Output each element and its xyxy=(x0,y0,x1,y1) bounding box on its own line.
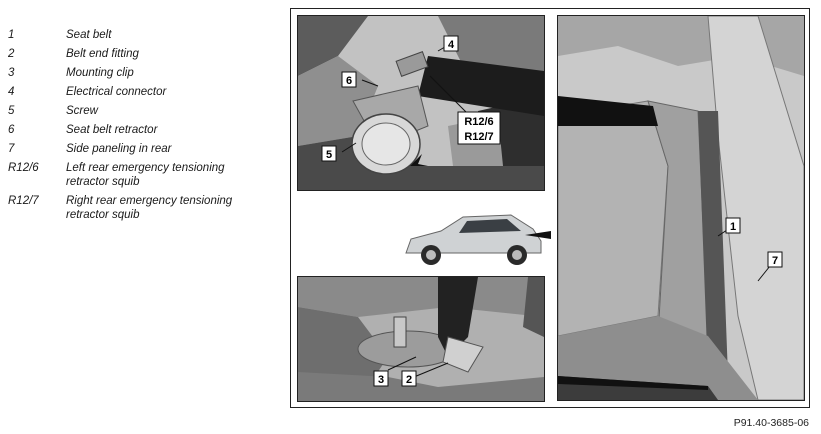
callout-5: 5 xyxy=(326,149,332,161)
callout-7: 7 xyxy=(772,255,778,267)
legend-number: R12/7 xyxy=(8,195,39,207)
legend-number: 1 xyxy=(8,29,15,41)
belt-end-fitting-panel: 3 2 xyxy=(297,276,545,402)
legend-item-6: 6 Seat belt retractor xyxy=(8,123,278,142)
legend-item-5: 5 Screw xyxy=(8,104,278,123)
legend-text: Seat belt xyxy=(66,29,112,41)
legend-item-3: 3 Mounting clip xyxy=(8,66,278,85)
legend-number: 6 xyxy=(8,124,15,136)
legend-item-7: 7 Side paneling in rear xyxy=(8,142,278,161)
legend-number: 7 xyxy=(8,143,15,155)
legend-text: Right rear emergency tensioning retracto… xyxy=(66,195,233,221)
callout-3: 3 xyxy=(378,374,384,386)
vehicle-illustration xyxy=(401,205,551,275)
rear-interior-panel: 1 7 xyxy=(557,15,805,401)
legend-item-2: 2 Belt end fitting xyxy=(8,47,278,66)
legend-number: R12/6 xyxy=(8,162,39,174)
legend-number: 5 xyxy=(8,105,15,117)
legend-text: Screw xyxy=(66,105,98,117)
legend-text: Belt end fitting xyxy=(66,48,139,60)
legend-number: 3 xyxy=(8,67,15,79)
legend-item-r12-6: R12/6 Left rear emergency tensioning ret… xyxy=(8,161,278,194)
legend-list: 1 Seat belt 2 Belt end fitting 3 Mountin… xyxy=(8,28,278,227)
legend-number: 2 xyxy=(8,48,15,60)
callout-1: 1 xyxy=(730,221,736,233)
legend-text: Seat belt retractor xyxy=(66,124,158,136)
figure-id: P91.40-3685-06 xyxy=(733,417,809,429)
callout-4: 4 xyxy=(448,39,455,51)
legend-text: Electrical connector xyxy=(66,86,167,98)
legend-text: Left rear emergency tensioning retractor… xyxy=(66,162,225,188)
retractor-detail-panel: 4 6 5 R12/6 R12/7 xyxy=(297,15,545,191)
callout-6: 6 xyxy=(346,75,352,87)
callout-2: 2 xyxy=(406,374,412,386)
callout-r12-7: R12/7 xyxy=(464,131,493,143)
legend-item-4: 4 Electrical connector xyxy=(8,85,278,104)
legend-item-1: 1 Seat belt xyxy=(8,28,278,47)
legend-text: Mounting clip xyxy=(66,67,134,79)
legend-number: 4 xyxy=(8,86,15,98)
callout-r12-6: R12/6 xyxy=(464,116,493,128)
figure-frame: 4 6 5 R12/6 R12/7 xyxy=(290,8,810,408)
legend-item-r12-7: R12/7 Right rear emergency tensioning re… xyxy=(8,194,278,227)
legend-text: Side paneling in rear xyxy=(66,143,172,155)
